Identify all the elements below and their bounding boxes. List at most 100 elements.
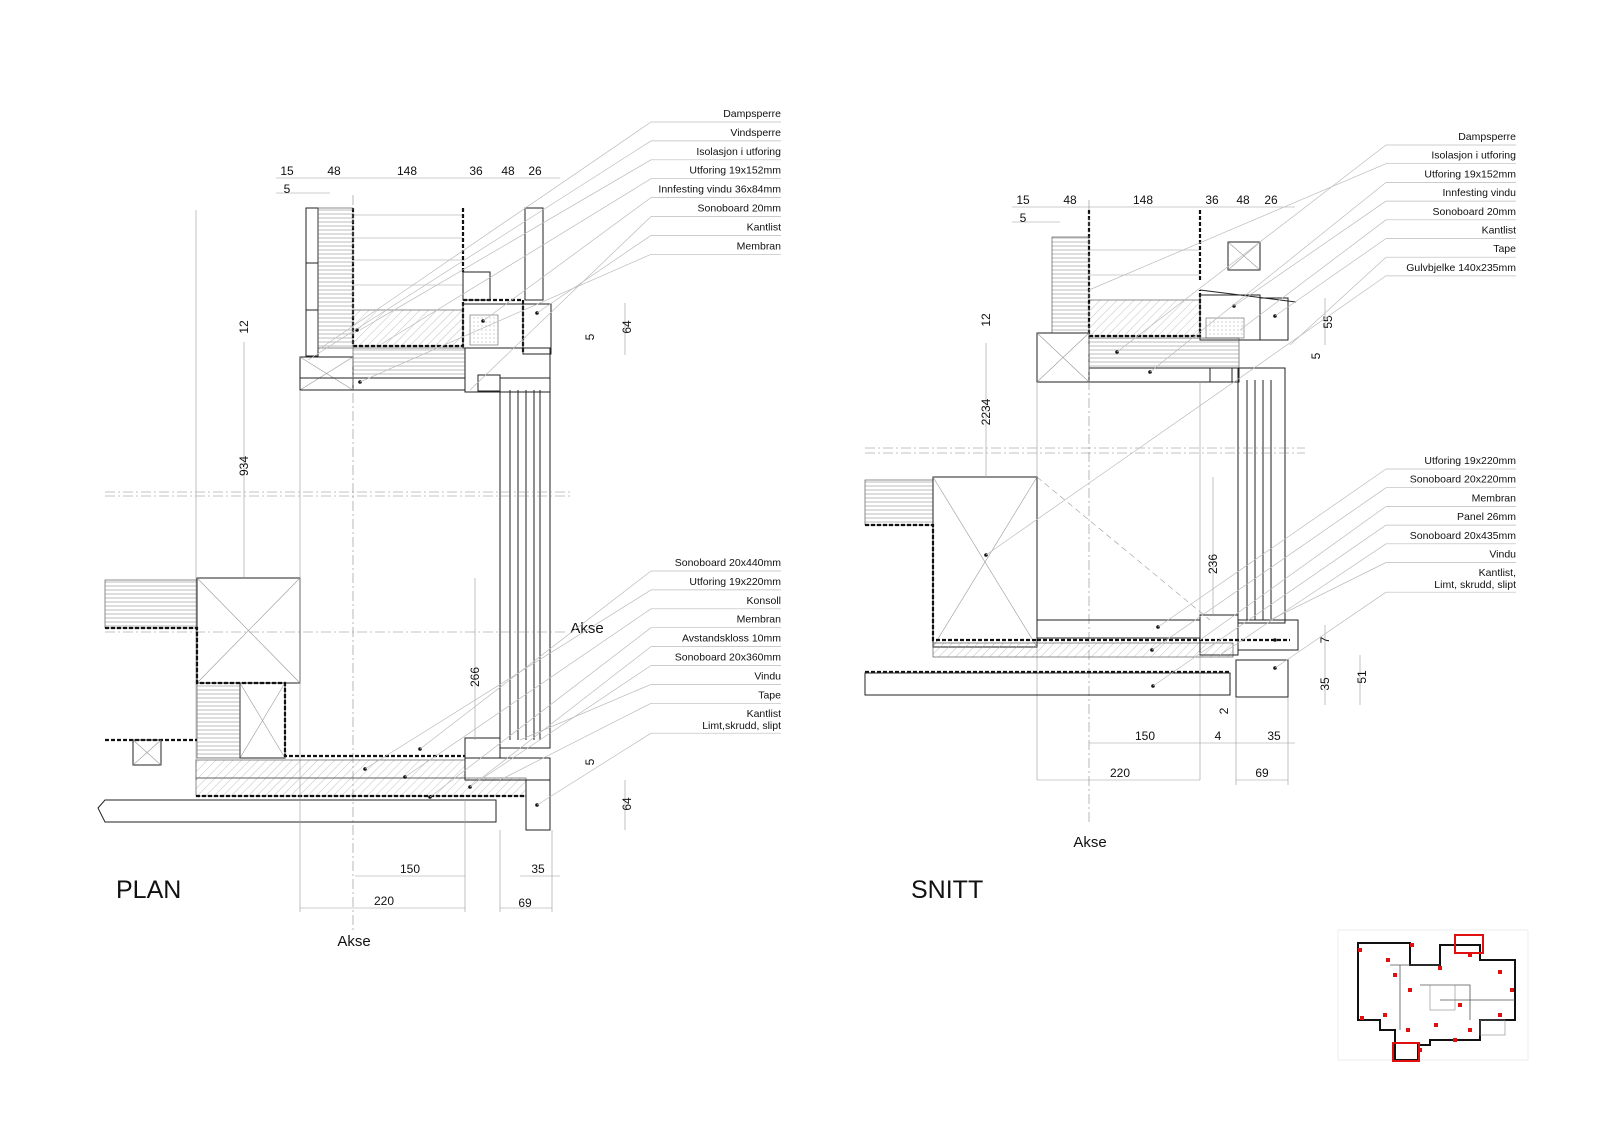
leader-line <box>1274 591 1387 669</box>
leader-label: Isolasjon i utforing <box>1431 150 1516 162</box>
leader-label: Limt,skrudd, slipt <box>702 720 781 732</box>
snitt-detail: 15 48 148 36 48 26 5 12 2234 236 55 5 7 … <box>864 193 1369 904</box>
leader-label: Utforing 19x220mm <box>1424 455 1516 467</box>
plan-dim-48: 48 <box>327 164 341 178</box>
key-marker <box>1408 988 1412 992</box>
plan-dimensions <box>243 177 626 912</box>
leader-label: Innfesting vindu 36x84mm <box>658 184 781 196</box>
snitt-dim-48: 48 <box>1063 193 1077 207</box>
leader-label: Isolasjon i utforing <box>696 146 781 158</box>
leader-label: Gulvbjelke 140x235mm <box>1406 262 1516 274</box>
leader-line <box>1269 562 1387 621</box>
leader-label: Kantlist, <box>1479 567 1516 579</box>
leader-line <box>519 684 652 741</box>
leader-line <box>1219 543 1387 656</box>
leader-label: Membran <box>1472 492 1517 504</box>
snitt-dimensions <box>985 206 1361 785</box>
key-marker <box>1358 948 1362 952</box>
leader-line <box>1152 524 1387 687</box>
leader-line <box>364 589 652 770</box>
leader-line <box>479 665 652 781</box>
plan-dim-934: 934 <box>237 456 251 476</box>
plan-dim-36: 36 <box>469 164 483 178</box>
key-highlight-plan <box>1392 1042 1420 1062</box>
plan-dim-5-top: 5 <box>583 333 597 340</box>
leader-label: Konsoll <box>747 595 781 607</box>
key-marker <box>1438 966 1442 970</box>
leader-label: Utforing 19x152mm <box>689 165 781 177</box>
snitt-dim-7: 7 <box>1318 636 1332 643</box>
plan-title: PLAN <box>116 876 181 904</box>
leader-label: Membran <box>737 240 782 252</box>
leader-label: Dampsperre <box>1458 131 1516 143</box>
snitt-dim-15: 15 <box>1016 193 1030 207</box>
plan-dim-5: 5 <box>284 182 291 196</box>
snitt-dim-69: 69 <box>1255 766 1269 780</box>
plan-dim-150: 150 <box>400 862 420 876</box>
snitt-dim-35-side: 35 <box>1318 677 1332 691</box>
leader-line <box>985 275 1387 556</box>
plan-dim-15: 15 <box>280 164 294 178</box>
leader-line <box>419 570 652 750</box>
leader-label: Vindsperre <box>730 127 781 139</box>
snitt-dim-36: 36 <box>1205 193 1219 207</box>
leader-label: Sonoboard 20x360mm <box>675 652 781 664</box>
leader-label: Avstandskloss 10mm <box>682 633 781 645</box>
leader-line <box>359 159 652 331</box>
leader-label: Vindu <box>1489 549 1516 561</box>
snitt-floor <box>864 476 1299 698</box>
snitt-dim-150: 150 <box>1135 729 1155 743</box>
leader-label: Sonoboard 20mm <box>698 203 782 215</box>
plan-dim-5-bottom: 5 <box>583 758 597 765</box>
key-marker <box>1510 988 1514 992</box>
snitt-dim-5: 5 <box>1020 211 1027 225</box>
leader-label: Vindu <box>754 670 781 682</box>
snitt-dim-48b: 48 <box>1236 193 1250 207</box>
key-marker <box>1468 953 1472 957</box>
snitt-dim-2: 2 <box>1217 707 1231 714</box>
leader-label: Tape <box>1493 243 1516 255</box>
leader-line <box>1149 182 1387 373</box>
leader-line <box>379 178 652 346</box>
key-marker <box>1458 1003 1462 1007</box>
key-marker <box>1410 943 1414 947</box>
plan-akse-side-label: Akse <box>570 620 603 637</box>
leader-line <box>307 140 652 361</box>
plan-dim-48b: 48 <box>501 164 515 178</box>
leader-label: Panel 26mm <box>1457 511 1516 523</box>
snitt-dim-2234: 2234 <box>979 398 993 425</box>
key-highlight-snitt <box>1454 934 1484 954</box>
leader-label: Innfesting vindu <box>1442 187 1516 199</box>
plan-dim-12: 12 <box>237 320 251 334</box>
snitt-dim-26: 26 <box>1264 193 1278 207</box>
plan-lower-wall <box>97 577 551 831</box>
plan-window-frame <box>499 377 551 749</box>
key-marker <box>1468 1028 1472 1032</box>
key-marker <box>1453 1038 1457 1042</box>
plan-dim-64-top: 64 <box>620 320 634 334</box>
snitt-dim-4: 4 <box>1215 729 1222 743</box>
leader-line <box>1151 487 1387 651</box>
leader-line <box>536 732 652 806</box>
leader-line <box>359 253 652 383</box>
snitt-dim-5-side: 5 <box>1309 352 1323 359</box>
leader-label: Membran <box>737 614 782 626</box>
leader-label: Utforing 19x220mm <box>689 576 781 588</box>
key-marker <box>1498 1013 1502 1017</box>
leader-label: Sonoboard 20x440mm <box>675 557 781 569</box>
leader-label: Utforing 19x152mm <box>1424 168 1516 180</box>
leader-line <box>1239 219 1387 331</box>
plan-detail: 15 48 148 36 48 26 5 12 934 266 64 5 5 6… <box>97 164 634 950</box>
plan-dim-64-bottom: 64 <box>620 797 634 811</box>
snitt-dim-220: 220 <box>1110 766 1130 780</box>
snitt-dim-55: 55 <box>1321 315 1335 329</box>
snitt-dim-51: 51 <box>1355 670 1369 684</box>
snitt-dim-236: 236 <box>1206 554 1220 574</box>
key-marker <box>1360 1016 1364 1020</box>
plan-top-wall <box>299 207 552 393</box>
